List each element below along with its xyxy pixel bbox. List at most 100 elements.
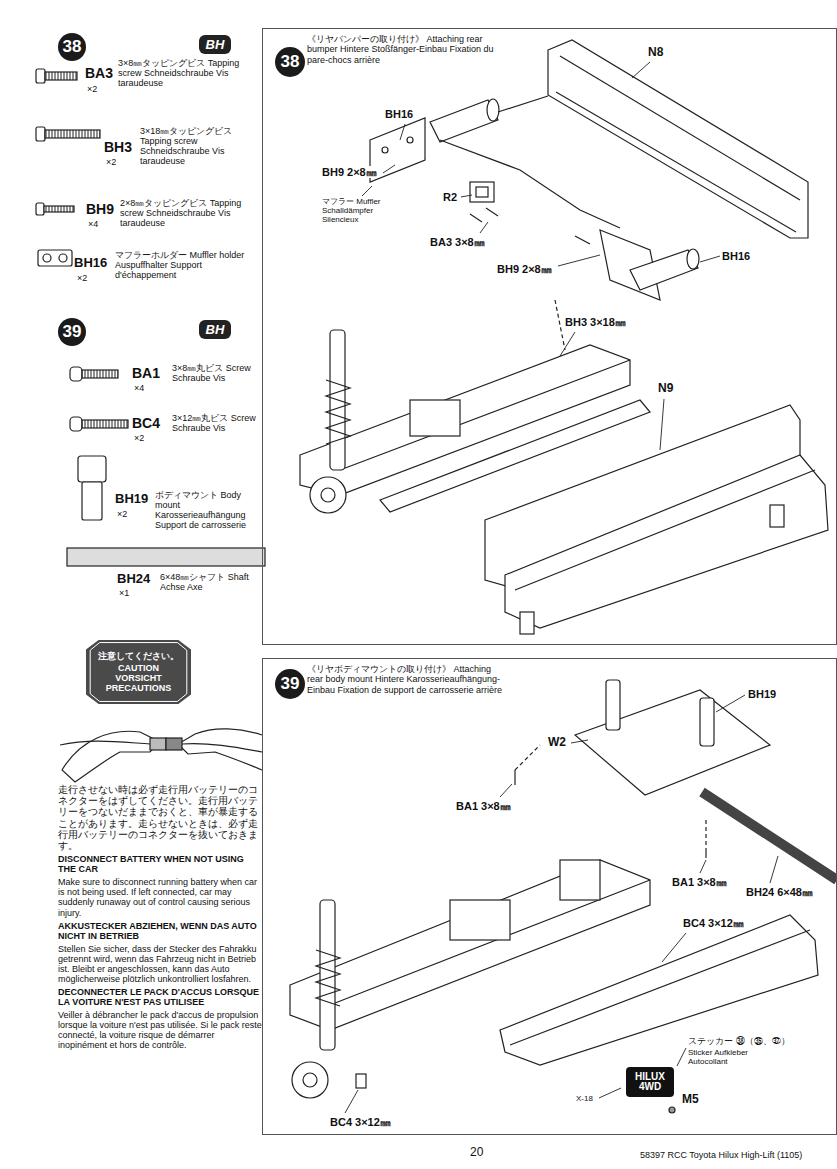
- callout-label: BH3 3×18㎜: [565, 316, 626, 328]
- hand-illustration: [60, 729, 262, 782]
- part-code: BH24: [117, 572, 150, 587]
- illustration-shape: [321, 488, 335, 502]
- illustration-shape: [476, 187, 488, 197]
- illustration-shape: [487, 99, 499, 121]
- illustration-shape: [36, 203, 44, 215]
- node-text: BH: [206, 37, 225, 52]
- illustration-shape: [82, 370, 118, 378]
- illustration-shape: [90, 643, 187, 702]
- node-text: HILUX 4WD: [630, 1072, 670, 1093]
- illustration-shape: [461, 195, 472, 197]
- node-text: CAUTION VORSICHT PRECAUTIONS: [102, 663, 176, 693]
- illustration-shape: [632, 62, 650, 78]
- part-description: 3×8㎜丸ビス Screw Schraube Vis: [172, 363, 260, 383]
- illustration-shape: [78, 456, 106, 482]
- illustration-shape: [82, 482, 102, 520]
- illustration-shape: [440, 140, 620, 228]
- illustration-shape: [38, 250, 72, 266]
- step-number: 39: [275, 669, 305, 699]
- leader-lines: [345, 62, 778, 1113]
- illustration-shape: [410, 400, 460, 436]
- illustration-shape: [770, 856, 778, 883]
- illustration-shape: [560, 332, 575, 356]
- illustration-shape: [326, 380, 350, 444]
- illustration-shape: [770, 505, 784, 527]
- illustration-shape: [660, 399, 664, 450]
- illustration-shape: [67, 548, 265, 566]
- illustration-shape: [182, 744, 262, 752]
- illustration-shape: [316, 950, 340, 1006]
- sticker: HILUX 4WD: [626, 1067, 674, 1097]
- category-badge: BH: [199, 320, 231, 339]
- illustration-shape: [548, 40, 808, 238]
- illustration-shape: [700, 860, 706, 873]
- illustration-shape: [500, 915, 818, 1065]
- callout-label: M5: [682, 1093, 699, 1106]
- part-description: 6×48㎜シャフト Shaft Achse Axe: [160, 572, 260, 592]
- illustration-shape: [630, 250, 698, 290]
- illustration-shape: [362, 186, 372, 196]
- part-code: BH9: [86, 202, 114, 218]
- part-code: BA1: [132, 366, 160, 382]
- illustration-shape: [560, 860, 600, 900]
- illustration-shape: [62, 731, 160, 782]
- quantity: ×1: [119, 588, 129, 598]
- node-text: 38: [281, 52, 300, 72]
- footer-text: 58397 RCC Toyota Hilux High-Lift (1105): [640, 1150, 802, 1160]
- illustration-shape: [303, 1073, 317, 1087]
- callout-label: ステッカー ㊳（㉟、㊲）: [688, 1036, 790, 1046]
- callout-label: BH16: [722, 250, 750, 262]
- step-heading: 《リヤバンパーの取り付け》 Attaching rear bumper Hint…: [307, 34, 507, 65]
- illustration-shape: [70, 417, 82, 431]
- illustration-shape: [520, 612, 534, 634]
- illustration-shape: [687, 249, 699, 269]
- illustration-shape: [555, 300, 565, 350]
- step-number: 38: [58, 33, 86, 61]
- step-panel: 《リヤバンパーの取り付け》 Attaching rear bumper Hint…: [262, 28, 837, 645]
- illustration-shape: [515, 745, 540, 770]
- page-number: 20: [470, 1146, 483, 1159]
- illustration-shape: [320, 900, 335, 1050]
- step-number: 39: [58, 318, 86, 346]
- illustration-shape: [515, 470, 815, 590]
- caution-heading: AKKUSTECKER ABZIEHEN, WENN DAS AUTO NICH…: [58, 921, 262, 941]
- quantity: ×2: [117, 509, 127, 519]
- part-code: BA3: [85, 66, 113, 82]
- illustration-shape: [345, 1090, 358, 1113]
- part-description: 3×18㎜タッピングビス Tapping screw Schneidschrau…: [140, 126, 260, 166]
- callout-label: マフラー Muffler Schalldämpfer Silencieux: [322, 198, 394, 225]
- illustration-shape: [500, 784, 512, 797]
- rear-bumper-illustration: [300, 40, 828, 634]
- body-mount-illustration: [290, 680, 837, 1113]
- illustration-shape: [407, 137, 413, 143]
- caution-text: 走行させない時は必ず走行用バッテリーのコネクターをはずしてください。走行用バッテ…: [58, 784, 262, 851]
- illustration-shape: [382, 147, 388, 153]
- illustration-shape: [43, 254, 51, 262]
- illustration-shape: [60, 741, 150, 745]
- node-text: 39: [281, 674, 300, 694]
- illustration-shape: [70, 367, 82, 381]
- illustration-shape: [560, 56, 800, 200]
- illustration-shape: [86, 640, 191, 704]
- caution-text: Stellen Sie sicher, dass der Stecker des…: [58, 944, 262, 984]
- part-code: BH19: [115, 492, 148, 507]
- quantity: ×4: [134, 383, 144, 393]
- illustration-shape: [505, 455, 828, 628]
- illustration-shape: [383, 165, 395, 173]
- illustration-shape: [36, 127, 45, 141]
- illustration-shape: [36, 69, 45, 83]
- callout-label: BH19: [748, 688, 776, 700]
- illustration-shape: [705, 850, 706, 858]
- callout-label: BC4 3×12㎜: [683, 917, 744, 929]
- illustration-shape: [510, 930, 810, 1045]
- illustration-shape: [498, 96, 548, 112]
- category-badge: BH: [199, 35, 231, 54]
- callout-label: BA3 3×8㎜: [430, 236, 485, 248]
- illustration-shape: [575, 236, 590, 244]
- illustration-shape: [400, 124, 405, 140]
- illustration-shape: [59, 254, 67, 262]
- illustration-shape: [700, 698, 714, 746]
- part-code: BH3: [104, 140, 132, 156]
- illustration-shape: [45, 72, 77, 80]
